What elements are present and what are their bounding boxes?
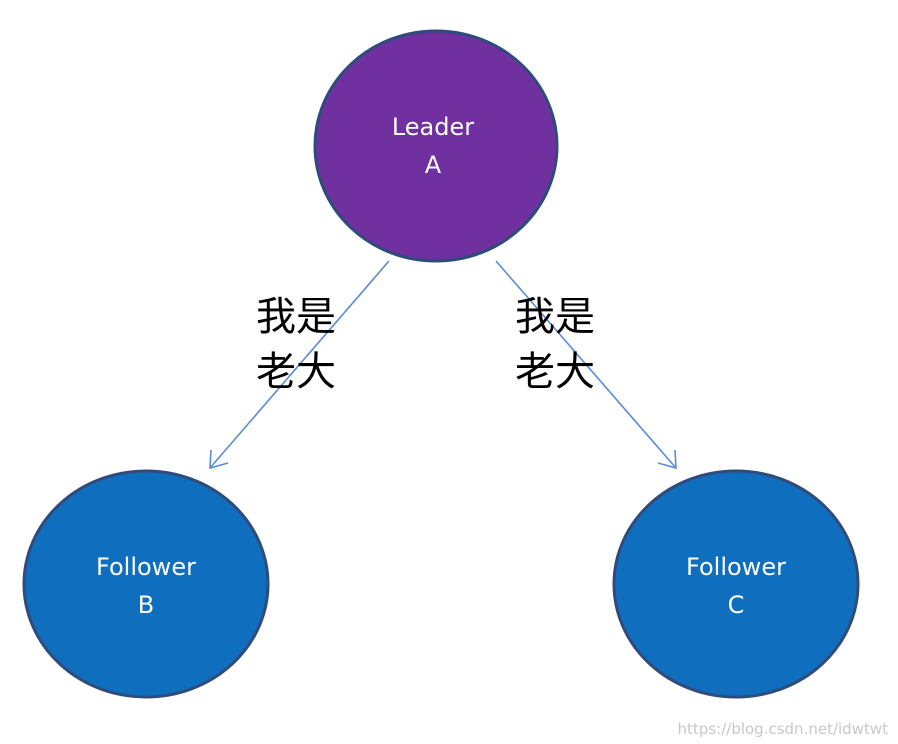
watermark-text: https://blog.csdn.net/idwtwt xyxy=(677,720,888,738)
node-follower-b-label: Follower xyxy=(96,553,196,581)
edge-label-b-line1: 我是 xyxy=(256,294,336,340)
edge-label-c-line1: 我是 xyxy=(515,294,595,340)
arrowhead-b xyxy=(209,449,229,470)
node-follower-b-circle xyxy=(22,469,270,699)
edge-label-c: 我是 老大 xyxy=(515,294,595,395)
node-follower-b-id: B xyxy=(138,591,154,619)
node-follower-b: Follower B xyxy=(22,469,270,699)
edge-label-b-line2: 老大 xyxy=(256,349,336,395)
edge-label-b: 我是 老大 xyxy=(256,294,336,395)
edge-leader-to-c xyxy=(495,260,677,470)
node-follower-c-circle xyxy=(612,469,860,699)
node-follower-c-id: C xyxy=(728,591,745,619)
node-leader-label: Leader xyxy=(392,113,474,141)
node-follower-c-label: Follower xyxy=(686,553,786,581)
node-leader-circle xyxy=(313,29,559,263)
edge-label-c-line2: 老大 xyxy=(515,349,595,395)
node-leader: Leader A xyxy=(313,29,559,263)
node-leader-id: A xyxy=(425,151,442,179)
arrowhead-c xyxy=(657,449,677,470)
edge-leader-to-b xyxy=(209,260,390,470)
node-follower-c: Follower C xyxy=(612,469,860,699)
edge-line-c xyxy=(495,260,677,469)
edge-line-b xyxy=(209,260,390,469)
